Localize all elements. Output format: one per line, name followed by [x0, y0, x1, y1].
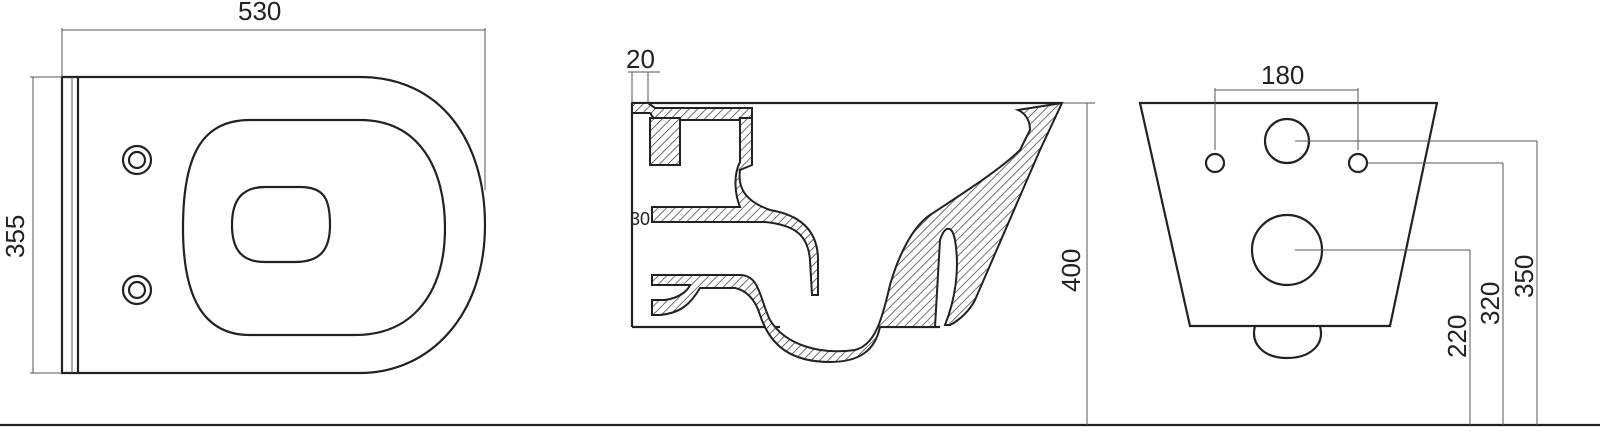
- side-section-view: 20 30 400: [626, 44, 1095, 425]
- depth-dimension: 355: [0, 215, 30, 258]
- bolt-height-dimension: 350: [1509, 255, 1539, 298]
- top-view: 530 355: [0, 0, 487, 375]
- height-dimension: 400: [1056, 249, 1086, 292]
- seat-outline: [60, 75, 487, 375]
- width-dimension: 530: [238, 0, 281, 26]
- outlet-height-dimension: 220: [1442, 315, 1472, 358]
- inlet-height-dimension: 320: [1475, 282, 1505, 325]
- outlet-bulge: [1252, 325, 1323, 360]
- seat-inner-outline: [181, 118, 447, 337]
- bowl-opening: [230, 185, 332, 264]
- wall-thickness-dimension: 30: [630, 209, 650, 229]
- rim-thickness-dimension: 20: [626, 44, 655, 74]
- hinge-bolt-icon: [121, 144, 153, 176]
- mounting-hole-icon: [1347, 152, 1369, 174]
- mounting-hole-icon: [1204, 152, 1226, 174]
- bolt-spacing-dimension: 180: [1261, 60, 1304, 90]
- front-view: 180 220 320 350: [1138, 60, 1539, 425]
- bowl-front-outline: [1138, 101, 1439, 328]
- hinge-bolt-icon: [121, 274, 153, 306]
